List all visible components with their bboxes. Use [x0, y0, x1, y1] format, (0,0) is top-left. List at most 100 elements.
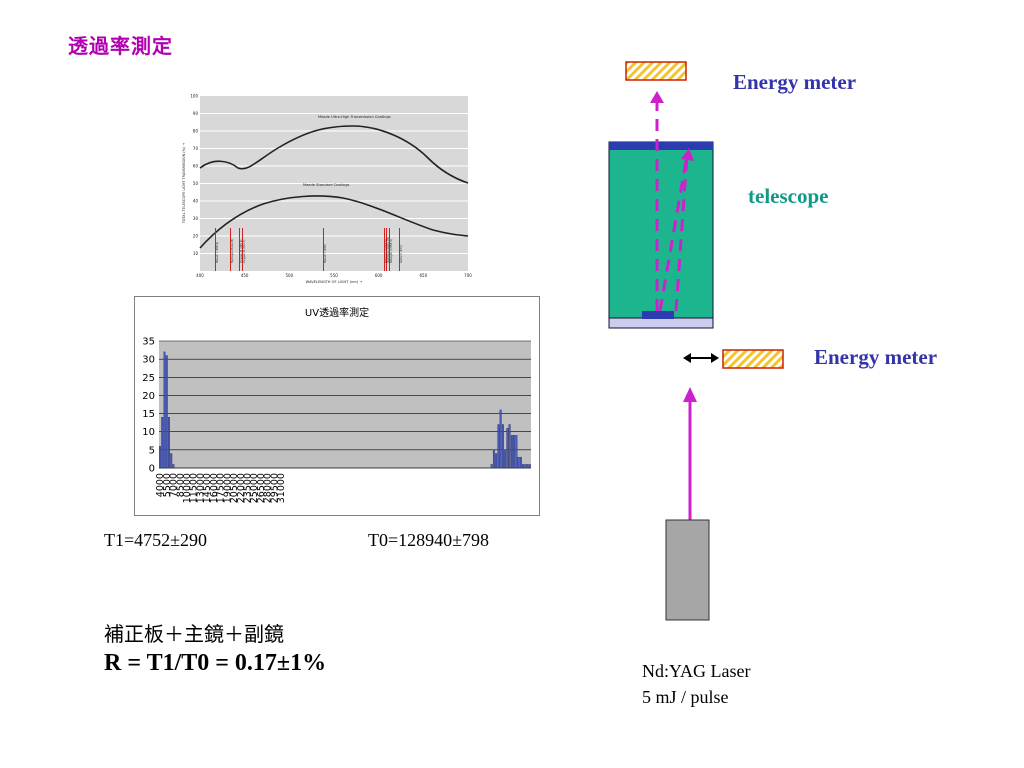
- x-tick-label: 25000: [249, 473, 260, 503]
- transmission-ytick: 10: [193, 251, 199, 256]
- bar: [163, 351, 166, 469]
- bar: [490, 464, 493, 469]
- transmission-curve-figure: Meade Ultra-High Transmission Coatings M…: [178, 88, 478, 288]
- bar: [165, 355, 168, 469]
- transmission-xtitle: WAVELENGTH OF LIGHT (nm) →: [306, 280, 363, 284]
- uv-chart: UV透過率測定 0 5 10 15 20 25 30 35 400055007000850010…: [142, 306, 531, 503]
- bar: [519, 456, 522, 469]
- x-tick-label: 26500: [256, 473, 267, 503]
- bar: [499, 409, 502, 469]
- transmission-xtick: 500: [286, 273, 294, 278]
- transmission-ytitle: TOTAL TELESCOPE LIGHT TRANSMISSION (%) →: [182, 143, 186, 225]
- line-marker-label: Helium I (588): [323, 244, 327, 263]
- transmission-ytick: 70: [193, 146, 199, 151]
- beam-dashed-slanted-2: [674, 154, 689, 312]
- energy-meter-side-label: Energy meter: [814, 345, 938, 369]
- setup-diagram: [608, 61, 784, 621]
- transmission-xtick: 700: [464, 273, 472, 278]
- x-tick-label: 7000: [169, 473, 180, 497]
- transmission-curve-svg: Meade Ultra-High Transmission Coatings M…: [182, 94, 472, 285]
- x-tick-label: 14500: [202, 473, 213, 503]
- y-tick-label: 20: [142, 391, 155, 402]
- bar: [161, 417, 164, 469]
- double-arrow-right-head: [711, 353, 719, 363]
- y-tick-label: 25: [142, 373, 155, 384]
- transmission-xtick: 450: [241, 273, 249, 278]
- energy-meter-side: [722, 349, 784, 369]
- bar: [506, 427, 509, 469]
- bar: [492, 449, 495, 469]
- x-tick-label: 28000: [263, 473, 274, 503]
- y-tick-label: 15: [142, 409, 155, 420]
- x-tick-label: 17500: [216, 473, 227, 503]
- telescope-body: [608, 141, 714, 328]
- y-tick-label: 30: [142, 355, 155, 366]
- transmission-ytick: 30: [193, 216, 199, 221]
- line-marker-label: Oxygen III (495.9): [239, 240, 243, 263]
- line-marker-label: Sulfur II (672): [399, 245, 403, 263]
- x-tick-label: 22000: [236, 473, 247, 503]
- lower-curve: [199, 195, 469, 249]
- arrow-up-top: [650, 91, 664, 103]
- t0-value: T0=128940±798: [368, 530, 490, 550]
- laser-label-line1: Nd:YAG Laser: [642, 661, 751, 681]
- optics-config: 補正板＋主鏡＋副鏡: [104, 622, 284, 646]
- x-tick-label: 10000: [182, 473, 193, 503]
- bar: [515, 435, 518, 469]
- y-tick-label: 35: [142, 337, 155, 348]
- bar: [495, 453, 498, 469]
- energy-meter-top-label: Energy meter: [733, 70, 857, 94]
- chart-title: UV透過率測定: [305, 306, 369, 319]
- upper-curve: [199, 125, 469, 184]
- laser-label: Nd:YAG Laser 5 mJ / pulse: [642, 658, 750, 710]
- upper-curve-label: Meade Ultra-High Transmission Coatings: [318, 115, 391, 119]
- bar: [170, 453, 173, 469]
- energy-meter-top: [625, 61, 687, 81]
- y-tick-label: 5: [149, 445, 155, 456]
- transmission-ytick: 20: [193, 234, 199, 239]
- x-tick-label: 11500: [189, 473, 200, 503]
- line-marker-label: Hydrogen Beta (H): [230, 239, 234, 263]
- ratio-formula: R = T1/T0 = 0.17±1%: [104, 650, 327, 676]
- transmission-ytick: 50: [193, 181, 199, 186]
- laser-body: [665, 519, 710, 621]
- x-tick-label: 23500: [243, 473, 254, 503]
- transmission-ytick: 80: [193, 129, 199, 134]
- lower-curve-label: Meade Standard Coatings: [303, 183, 350, 187]
- secondary-mirror: [642, 311, 674, 319]
- x-tick-label: 31000: [276, 473, 287, 503]
- line-marker-label: Nitrogen II (654.8): [384, 239, 388, 263]
- arrow-slanted: [681, 148, 694, 161]
- transmission-ytick: 90: [193, 111, 199, 116]
- corrector-plate: [608, 317, 714, 329]
- transmission-xtick: 650: [420, 273, 428, 278]
- telescope-label: telescope: [748, 184, 829, 208]
- x-tick-label: 20500: [229, 473, 240, 503]
- bar: [508, 424, 511, 469]
- transmission-xtick: 600: [375, 273, 383, 278]
- laser-beam-arrow: [683, 387, 697, 402]
- bar: [526, 464, 529, 469]
- double-arrow-left-head: [683, 353, 691, 363]
- bar: [522, 464, 525, 469]
- x-tick-label: 13000: [195, 473, 206, 503]
- bar: [510, 435, 513, 469]
- bar: [513, 435, 516, 469]
- laser-label-line2: 5 mJ / pulse: [642, 687, 729, 707]
- x-tick-label: 19000: [222, 473, 233, 503]
- transmission-xtick: 400: [196, 273, 204, 278]
- bar: [504, 449, 507, 469]
- plot-area: [159, 341, 531, 468]
- x-tick-label: 5500: [162, 473, 173, 497]
- x-tick-label: 4000: [155, 473, 166, 497]
- transmission-ytick: 60: [193, 164, 199, 169]
- beam-dashed-slanted: [658, 154, 689, 312]
- transmission-ytick: 100: [190, 94, 198, 99]
- y-tick-label: 0: [149, 464, 155, 475]
- bar: [168, 417, 170, 469]
- y-tick-label: 10: [142, 427, 155, 438]
- transmission-xtick: 550: [330, 273, 338, 278]
- transmission-ytick: 40: [193, 199, 199, 204]
- x-tick-label: 8500: [175, 473, 186, 497]
